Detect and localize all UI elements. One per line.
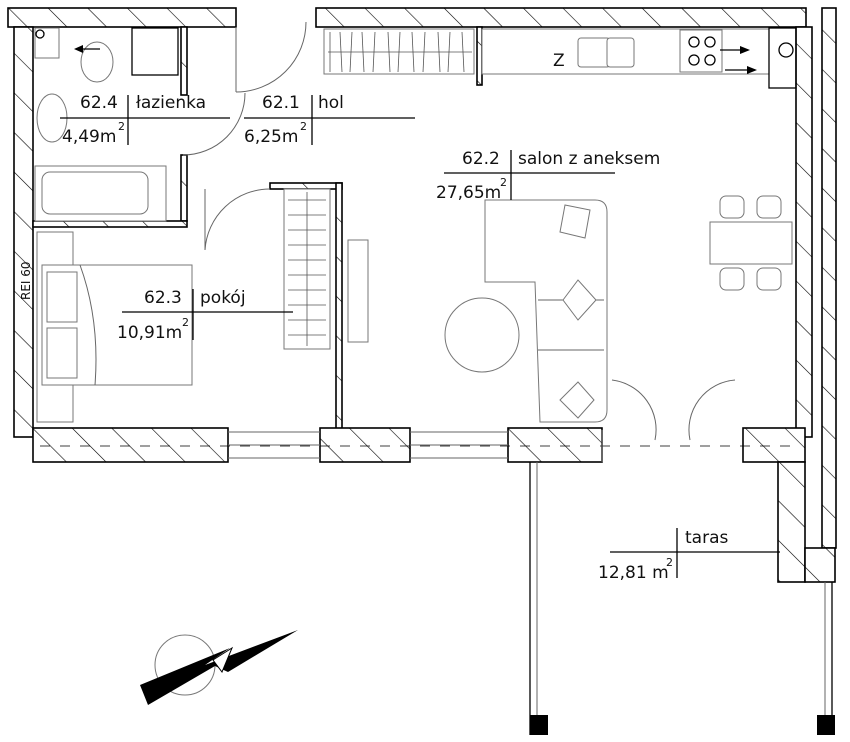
bottom-wall-4 <box>742 427 806 463</box>
room-label-taras: taras 12,81 m 2 <box>598 528 780 583</box>
sofa <box>484 199 608 423</box>
shaft <box>34 27 60 59</box>
kitchen-partition <box>476 26 483 86</box>
room-number: 62.2 <box>462 149 500 169</box>
chair <box>719 195 745 219</box>
room-label-salon: 62.2 salon z aneksem 27,65m 2 <box>436 149 660 203</box>
room-name: pokój <box>200 288 246 308</box>
area-exponent: 2 <box>182 316 189 329</box>
right-outer-wall <box>821 7 837 549</box>
area-exponent: 2 <box>300 120 307 133</box>
area-exponent: 2 <box>500 176 507 189</box>
bedroom-top-wall <box>269 182 343 190</box>
vent-icon <box>778 42 794 58</box>
left-wall <box>13 26 34 438</box>
cushion <box>559 381 595 419</box>
terrace <box>529 462 835 735</box>
windows <box>40 431 800 459</box>
room-label-pokoj: 62.3 pokój 10,91m 2 <box>117 288 293 343</box>
arrow-icon <box>74 45 83 53</box>
sink-left <box>577 37 611 68</box>
toilet <box>80 41 114 83</box>
living-furniture <box>347 195 793 423</box>
doors <box>182 21 736 462</box>
room-name: hol <box>318 93 344 113</box>
cushion <box>559 204 591 239</box>
chair <box>756 195 782 219</box>
room-area: 10,91m <box>117 323 182 343</box>
bathroom-partition-bottom <box>180 154 188 222</box>
arrow-icon <box>740 46 750 54</box>
area-exponent: 2 <box>666 556 673 569</box>
top-wall-left <box>7 7 237 28</box>
chair <box>719 267 745 291</box>
bathroom-partition-top <box>180 26 188 96</box>
bathroom-fixtures <box>34 27 179 222</box>
kitchen: Z <box>323 27 797 89</box>
bottom-wall-1 <box>32 427 229 463</box>
sink-right <box>606 37 635 68</box>
room-name: łazienka <box>136 93 206 113</box>
room-area: 27,65m <box>436 183 501 203</box>
kitchen-shaft <box>768 27 797 89</box>
bottom-wall-2 <box>319 427 411 463</box>
bathroom-bottom-wall <box>32 220 188 228</box>
room-label-lazienka: 62.4 łazienka 4,49m 2 <box>60 93 230 147</box>
cushion <box>562 279 597 321</box>
room-number: 62.3 <box>144 288 182 308</box>
room-labels: 62.4 łazienka 4,49m 2 62.1 hol 6,25m 2 6… <box>19 93 780 583</box>
terrace-side-wall <box>777 461 806 583</box>
dining-table <box>709 221 793 265</box>
area-exponent: 2 <box>118 120 125 133</box>
room-area: 4,49m <box>62 127 116 147</box>
terrace-corner-wall <box>804 547 836 583</box>
vent-icon <box>35 29 45 39</box>
chair <box>756 267 782 291</box>
tv-cabinet <box>347 239 369 343</box>
room-label-hol: 62.1 hol 6,25m 2 <box>244 93 415 147</box>
room-name: taras <box>685 528 728 548</box>
room-name: salon z aneksem <box>518 149 660 169</box>
walls <box>7 7 837 583</box>
fire-rating-label: REI 60 <box>19 261 33 300</box>
room-area: 12,81 m <box>598 563 669 583</box>
bedroom-furniture <box>36 188 331 423</box>
coffee-table <box>444 297 520 373</box>
room-number: 62.1 <box>262 93 300 113</box>
bedroom-partition <box>335 182 343 438</box>
room-area: 6,25m <box>244 127 298 147</box>
fridge-label: Z <box>553 51 565 71</box>
compass-icon <box>140 630 298 705</box>
top-wall-right <box>315 7 807 28</box>
washing-machine <box>131 27 179 76</box>
room-number: 62.4 <box>80 93 118 113</box>
arrow-icon <box>747 66 757 74</box>
cooktop <box>679 29 723 73</box>
right-wall <box>795 26 813 438</box>
bottom-wall-3 <box>507 427 603 463</box>
